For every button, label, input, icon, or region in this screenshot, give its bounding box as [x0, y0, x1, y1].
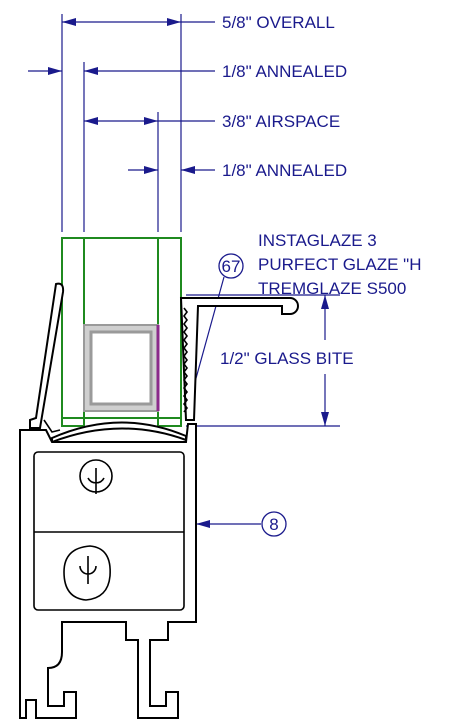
glass-bite-label: 1/2" GLASS BITE	[220, 349, 354, 368]
glazing-note-line3: TREMGLAZE S500	[258, 279, 406, 298]
frame-extrusion	[19, 423, 197, 719]
glazing-stop	[179, 297, 299, 421]
glazing-callout-number: 67	[222, 257, 241, 276]
glazing-note-line2: PURFECT GLAZE "H	[258, 255, 421, 274]
glass-bite-dimension	[186, 294, 340, 427]
dimension-lines	[28, 14, 215, 232]
overall-dimension-label: 5/8" OVERALL	[222, 13, 335, 32]
inner-annealed-label: 1/8" ANNEALED	[222, 161, 347, 180]
exterior-gasket	[29, 282, 65, 433]
outer-annealed-label: 1/8" ANNEALED	[222, 62, 347, 81]
airspace-label: 3/8" AIRSPACE	[222, 112, 340, 131]
insulated-glass-unit	[61, 237, 182, 427]
frame-callout-number: 8	[269, 515, 278, 534]
frame-callout: 8	[196, 511, 287, 537]
glazing-note-line1: INSTAGLAZE 3	[258, 231, 377, 250]
